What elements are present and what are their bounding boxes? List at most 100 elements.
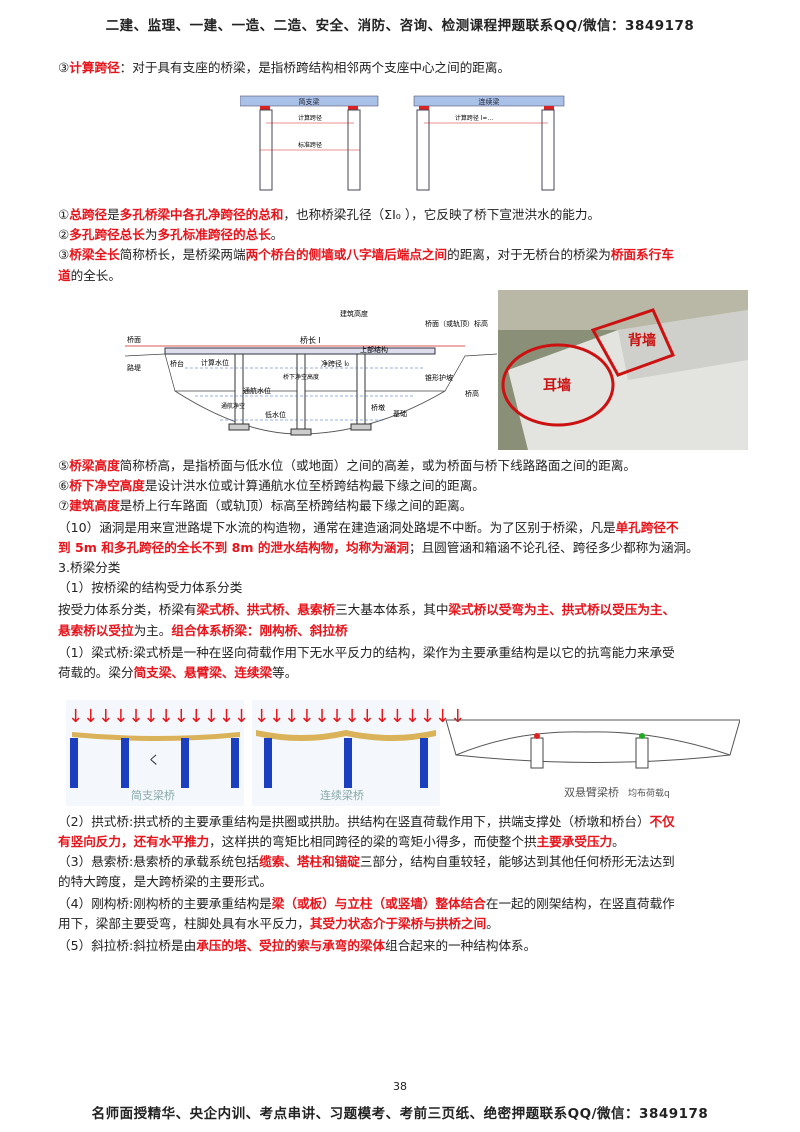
bridge-height-label: 桥高 (465, 389, 479, 398)
embankment-label: 路堤 (127, 363, 141, 372)
text-span: ③ (58, 60, 70, 75)
cone-slope-label: 锥形护坡 (425, 373, 453, 382)
highlighted-text: 组合体系桥梁：刚构桥、斜拉桥 (171, 623, 348, 638)
calc-water-label: 计算水位 (201, 358, 229, 367)
text-span: 为 (144, 227, 158, 242)
text-line: ②多孔跨径总长为多孔标准跨径的总长。 (58, 225, 748, 245)
text-span: 等。 (272, 665, 298, 680)
text-span: 3.桥梁分类 (58, 560, 121, 575)
nav-water-label: 通航水位 (243, 386, 271, 395)
highlighted-text: 其受力状态介于梁桥与拱桥之间 (309, 916, 487, 931)
text-span: 简称桥长，是桥梁两端 (119, 247, 246, 262)
text-span: （5）斜拉桥:斜拉桥是由 (58, 938, 197, 953)
text-line: （1）梁式桥:梁式桥是一种在竖向荷载作用下无水平反力的结构，梁作为主要承重结构是… (58, 643, 748, 663)
simple-beam-bridge-label: 简支梁桥 (131, 788, 175, 802)
text-span: ，这样拱的弯矩比相同跨径的梁的弯矩小得多，而使整个拱 (209, 834, 537, 849)
cantilever-bridge-label: 双悬臂梁桥 (564, 785, 619, 799)
arrow-mark: く (148, 753, 160, 767)
text-span: 的全长。 (70, 268, 121, 283)
deck-rail-label: 桥面（或轨顶）标高 (425, 319, 488, 328)
foundation-label: 基础 (393, 409, 407, 418)
highlighted-text: 梁式桥、拱式桥、悬索桥 (196, 602, 336, 617)
text-line: ⑤桥梁高度简称桥高，是指桥面与低水位（或地面）之间的高差，或为桥面与桥下线路路面… (58, 456, 748, 476)
text-line: （4）刚构桥:刚构桥的主要承重结构是梁（或板）与立柱（或竖墙）整体结合在一起的刚… (58, 894, 748, 914)
text-span: 是 (107, 207, 120, 222)
text-span: 是设计洪水位或计算通航水位至桥跨结构最下缘之间的距离。 (144, 478, 485, 493)
text-span: ⑥ (58, 478, 70, 493)
continuous-beam-title: 连续梁 (479, 97, 500, 106)
text-line: 3.桥梁分类 (58, 558, 748, 578)
text-span: ：对于具有支座的桥梁，是指桥跨结构相邻两个支座中心之间的距离。 (119, 60, 511, 75)
text-line: （10）涵洞是用来宣泄路堤下水流的构造物，通常在建造涵洞处路堤不中断。为了区别于… (58, 518, 748, 538)
abutment-photo: 背墙 耳墙 (498, 290, 748, 450)
text-span: 是桥上行车路面（或轨顶）标高至桥跨结构最下缘之间的距离。 (119, 498, 473, 513)
text-span: 按受力体系分类，桥梁有 (58, 602, 197, 617)
page-header: 二建、监理、一建、一造、二造、安全、消防、咨询、检测课程押题联系QQ/微信：38… (105, 18, 695, 34)
highlighted-text: 多孔桥梁中各孔净跨径的总和 (119, 207, 284, 222)
text-line: 用下，梁部主要受弯，柱脚处具有水平反力，其受力状态介于梁桥与拱桥之间。 (58, 914, 748, 934)
simple-beam-title: 简支梁 (299, 97, 320, 106)
highlighted-text: 桥面系行车 (610, 247, 674, 262)
clear-span-label: 净跨径 l₀ (321, 359, 349, 368)
text-line: 荷载的。梁分简支梁、悬臂梁、连续梁等。 (58, 663, 748, 683)
nav-clear-label: 通航净空 (221, 402, 245, 410)
highlighted-text: 桥梁高度 (69, 458, 120, 473)
text-line: 按受力体系分类，桥梁有梁式桥、拱式桥、悬索桥三大基本体系，其中梁式桥以受弯为主、… (58, 600, 748, 620)
highlighted-text: 有竖向反力，还有水平推力 (58, 834, 210, 849)
highlighted-text: 总跨径 (69, 207, 108, 222)
bridge-length-label: 桥长 l (300, 335, 321, 345)
highlighted-text: 梁式桥以受弯为主、拱式桥以受压为主、 (448, 602, 676, 617)
text-line: ⑥桥下净空高度是设计洪水位或计算通航水位至桥跨结构最下缘之间的距离。 (58, 476, 748, 496)
text-line: （3）悬索桥:悬索桥的承载系统包括缆索、塔柱和锚碇三部分，结构自重较轻，能够达到… (58, 852, 748, 872)
text-span: （1）按桥梁的结构受力体系分类 (58, 580, 243, 595)
highlighted-text: 多孔标准跨径的总长 (157, 227, 271, 242)
text-line: （2）拱式桥:拱式桥的主要承重结构是拱圈或拱肋。拱结构在竖直荷载作用下，拱端支撑… (58, 812, 748, 832)
text-span: （1）梁式桥:梁式桥是一种在竖向荷载作用下无水平反力的结构，梁作为主要承重结构是… (58, 645, 675, 660)
text-span: 。 (612, 834, 625, 849)
beam-types-figure: ↓↓↓↓↓↓↓↓↓↓↓↓↓ く 简支梁桥 ↓↓↓↓↓↓↓↓↓↓↓↓↓↓ 连续梁桥… (66, 700, 740, 806)
highlighted-text: 道 (58, 268, 71, 283)
svg-text:↓↓↓↓↓↓↓↓↓↓↓↓↓↓: ↓↓↓↓↓↓↓↓↓↓↓↓↓↓ (254, 706, 465, 727)
highlighted-text: 建筑高度 (69, 498, 120, 513)
clear-height-label: 桥下净空高度 (283, 373, 319, 381)
highlighted-text: 桥下净空高度 (69, 478, 145, 493)
highlighted-text: 单孔跨径不 (615, 520, 679, 535)
text-span: 三部分，结构自重较轻，能够达到其他任何桥形无法达到 (359, 854, 675, 869)
calc-span-label: 计算跨径 (298, 114, 322, 122)
text-span: （4）刚构桥:刚构桥的主要承重结构是 (58, 896, 272, 911)
abutment-label: 桥台 (170, 359, 184, 368)
text-span: （2）拱式桥:拱式桥的主要承重结构是拱圈或拱肋。拱结构在竖直荷载作用下，拱端支撑… (58, 814, 650, 829)
text-span: 在一起的刚架结构，在竖直荷载作 (485, 896, 675, 911)
text-line: （1）按桥梁的结构受力体系分类 (58, 578, 748, 598)
back-wall-label: 背墙 (628, 332, 656, 349)
text-span: ③ (58, 247, 70, 262)
calc-span-label-2: 计算跨径 l=... (455, 114, 493, 122)
highlighted-text: 计算跨径 (69, 60, 120, 75)
continuous-beam-bridge: ↓↓↓↓↓↓↓↓↓↓↓↓↓↓ 连续梁桥 (252, 700, 465, 806)
text-line: 道的全长。 (58, 266, 748, 286)
text-span: ① (58, 207, 70, 222)
text-span: 的特大跨度，是大跨桥梁的主要形式。 (58, 874, 273, 889)
text-line: 到 5m 和多孔跨径的全长不到 8m 的泄水结构物，均称为涵洞；且圆管涵和箱涵不… (58, 538, 748, 558)
text-span: ，也称桥梁孔径（ΣI₀ ），它反映了桥下宣泄洪水的能力。 (283, 207, 601, 222)
highlighted-text: 缆索、塔柱和锚碇 (259, 854, 360, 869)
upper-structure-label: 上部结构 (360, 345, 388, 354)
bridge-composition-diagram: 桥长 l 桥面 路堤 桥台 计算水位 通航水位 低水位 净跨径 l₀ 上部结构 … (125, 309, 497, 436)
text-span: （10）涵洞是用来宣泄路堤下水流的构造物，通常在建造涵洞处路堤不中断。为了区别于… (58, 520, 616, 535)
side-wall-label: 耳墙 (543, 377, 571, 394)
text-line: 的特大跨度，是大跨桥梁的主要形式。 (58, 872, 748, 892)
highlighted-text: 桥梁全长 (69, 247, 120, 262)
text-span: ；且圆管涵和箱涵不论孔径、跨径多少都称为涵洞。 (408, 540, 699, 555)
highlighted-text: 主要承受压力 (536, 834, 613, 849)
text-line: ①总跨径是多孔桥梁中各孔净跨径的总和，也称桥梁孔径（ΣI₀ ），它反映了桥下宣泄… (58, 205, 748, 225)
span-diagram-figure: 简支梁 计算跨径 标准跨径 连续梁 计算跨径 l=... (240, 95, 565, 191)
text-line: ⑦建筑高度是桥上行车路面（或轨顶）标高至桥跨结构最下缘之间的距离。 (58, 496, 748, 516)
low-water-label: 低水位 (265, 410, 286, 419)
svg-text:↓↓↓↓↓↓↓↓↓↓↓↓↓: ↓↓↓↓↓↓↓↓↓↓↓↓↓ (68, 706, 264, 727)
text-span: 。 (270, 227, 284, 242)
text-span: 简称桥高，是指桥面与低水位（或地面）之间的高差，或为桥面与桥下线路路面之间的距离… (119, 458, 637, 473)
highlighted-text: 承压的塔、受拉的索与承弯的梁体 (196, 938, 386, 953)
deck-label: 桥面 (127, 335, 141, 344)
highlighted-text: 简支梁、悬臂梁、连续梁 (133, 665, 273, 680)
highlighted-text: 梁（或板）与立柱（或竖墙）整体结合 (271, 896, 486, 911)
